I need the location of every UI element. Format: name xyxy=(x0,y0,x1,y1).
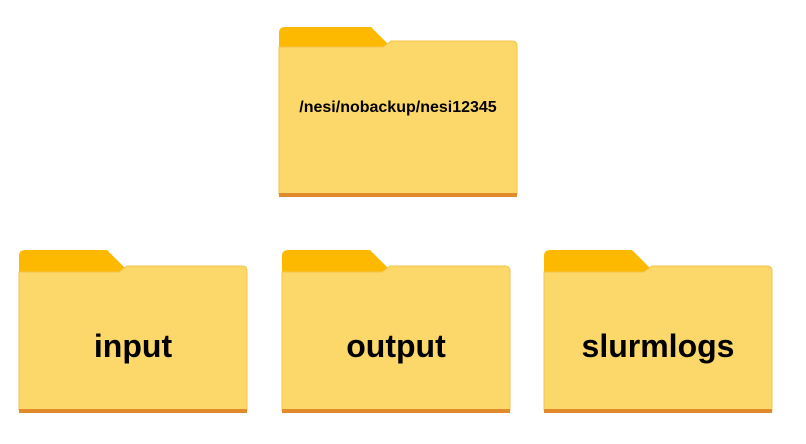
folder-icon xyxy=(281,250,511,413)
folder-root[interactable]: /nesi/nobackup/nesi12345 xyxy=(278,27,518,197)
folder-label-slurmlogs: slurmlogs xyxy=(581,328,735,364)
folder-label-input: input xyxy=(93,328,173,364)
folder-icon xyxy=(278,27,518,197)
folder-slurmlogs[interactable]: slurmlogs xyxy=(543,250,773,413)
folder-input[interactable]: input xyxy=(18,250,248,413)
folder-label-root: /nesi/nobackup/nesi12345 xyxy=(299,99,497,116)
folder-label-output: output xyxy=(346,328,446,364)
folder-icon xyxy=(543,250,773,413)
folder-icon xyxy=(18,250,248,413)
folder-output[interactable]: output xyxy=(281,250,511,413)
